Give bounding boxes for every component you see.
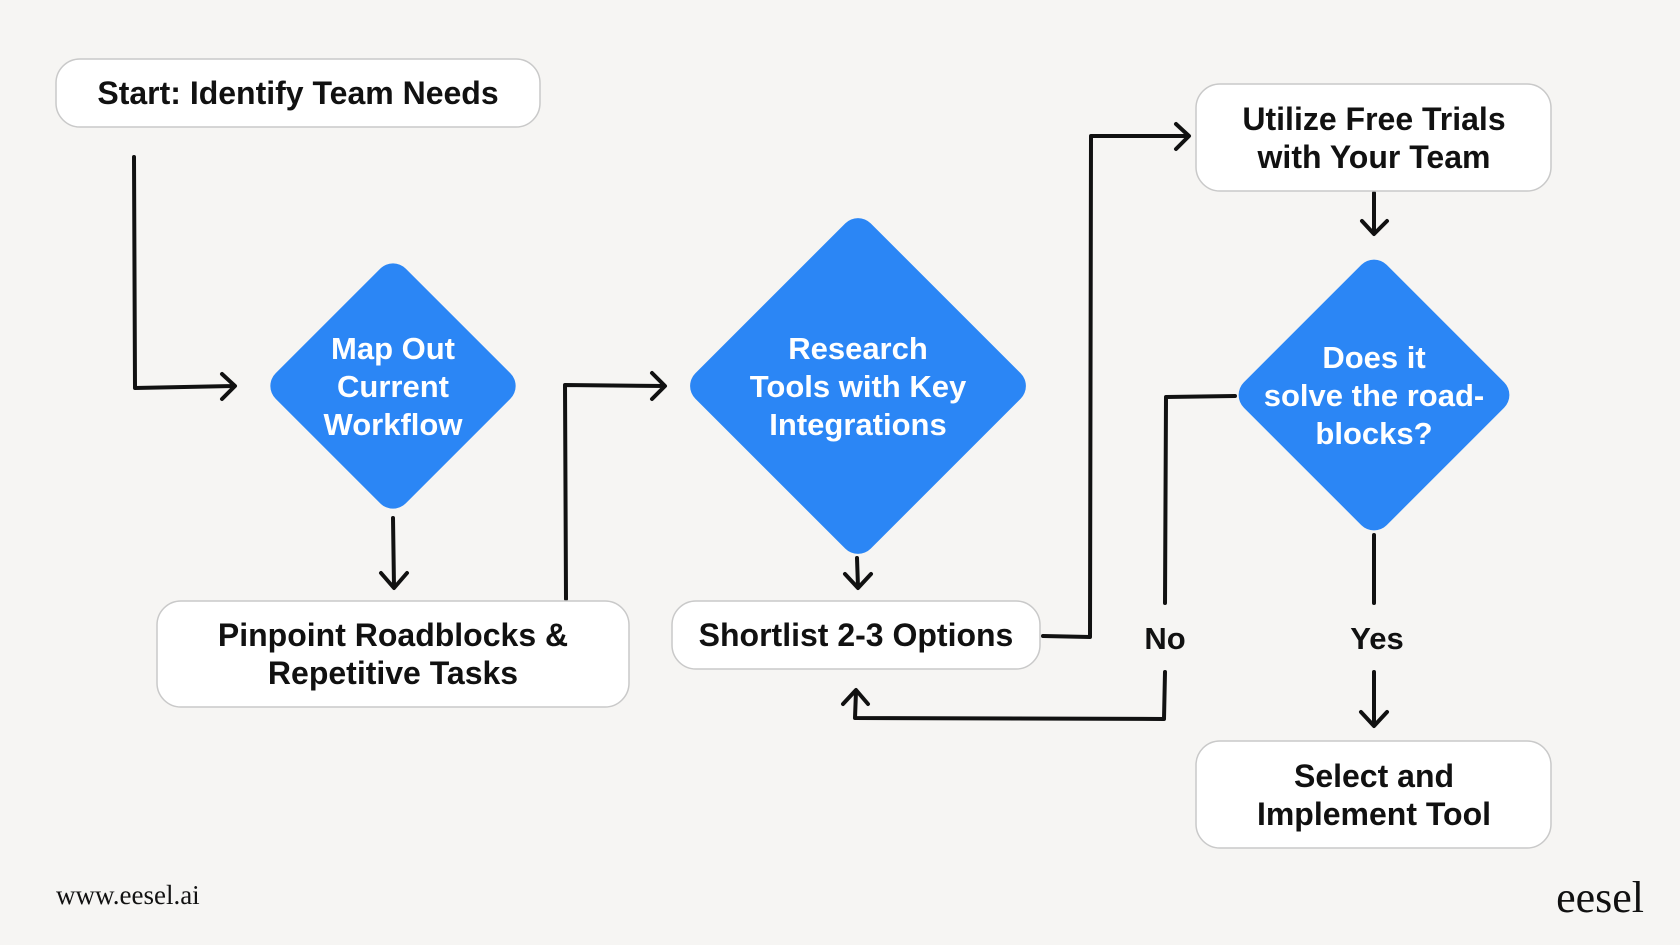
select-box-shape [1195, 740, 1552, 849]
node-text-line: Pinpoint Roadblocks & [218, 617, 568, 653]
node-text-line: blocks? [1315, 416, 1432, 451]
edge-start-to-map [132, 155, 237, 401]
edge-research-to-shortlist [843, 556, 873, 590]
free-trials-box-shape [1195, 83, 1552, 192]
edge-pinpoint-to-research [563, 371, 667, 601]
node-text-line: Utilize Free Trials [1242, 101, 1505, 137]
start-text: Start: Identify Team Needs [97, 75, 498, 111]
shortlist-box: Shortlist 2-3 Options [671, 600, 1041, 670]
shortlist-text: Shortlist 2-3 Options [699, 617, 1014, 653]
start-box-shape [55, 58, 541, 128]
edge-map-to-pinpoint [379, 516, 409, 590]
yes-label: Yes [1350, 621, 1403, 656]
node-text-line: Integrations [769, 407, 946, 442]
node-text-line: with Your Team [1257, 139, 1491, 175]
connectors [132, 122, 1389, 728]
pinpoint-text: Pinpoint Roadblocks &Repetitive Tasks [218, 617, 568, 691]
edge-yes-to-select [1359, 670, 1389, 728]
research-diamond-shape [690, 218, 1026, 554]
brand-logo: eesel [1556, 873, 1644, 922]
node-text-line: Tools with Key [750, 369, 967, 404]
shortlist-box-shape [671, 600, 1041, 670]
footer-url: www.eesel.ai [56, 880, 200, 910]
edge-trials-to-decision [1360, 191, 1389, 236]
node-text-line: Repetitive Tasks [268, 655, 518, 691]
decision-diamond-shape [1238, 259, 1510, 531]
node-text-line: Current [337, 369, 449, 404]
node-text-line: Research [788, 331, 928, 366]
no-label: No [1144, 621, 1185, 656]
start-box: Start: Identify Team Needs [55, 58, 541, 128]
edge-decision-no [1163, 394, 1237, 605]
node-text-line: Implement Tool [1257, 796, 1491, 832]
node-text-line: Does it [1322, 340, 1425, 375]
pinpoint-box-shape [156, 600, 630, 708]
pinpoint-box: Pinpoint Roadblocks &Repetitive Tasks [156, 600, 630, 708]
edge-no-to-shortlist [841, 670, 1167, 721]
node-text-line: Workflow [324, 407, 464, 442]
node-text-line: Shortlist 2-3 Options [699, 617, 1014, 653]
node-text-line: solve the road- [1264, 378, 1485, 413]
node-text-line: Select and [1294, 758, 1454, 794]
node-text-line: Start: Identify Team Needs [97, 75, 498, 111]
node-text-line: Map Out [331, 331, 455, 366]
edge-shortlist-to-trials [1041, 122, 1191, 639]
map-workflow-diamond-shape [270, 263, 516, 509]
